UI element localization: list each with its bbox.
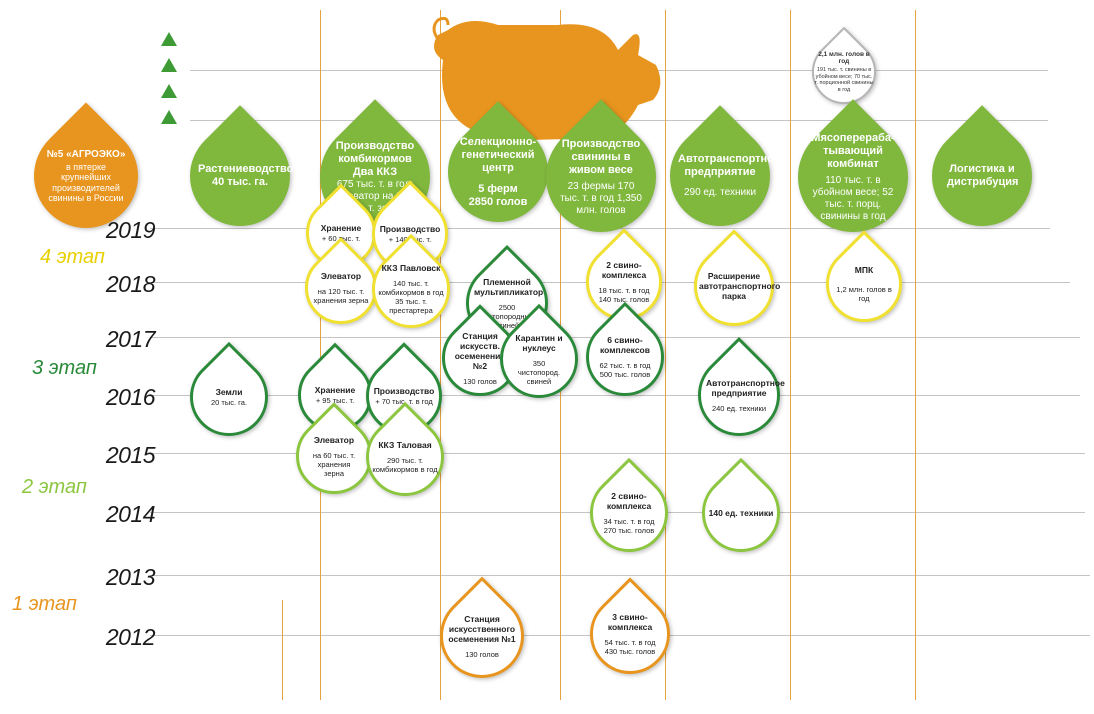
node-title: Элеватор (313, 434, 355, 445)
node-title: Племенной мультипликатор (474, 276, 544, 297)
column-divider (440, 10, 441, 700)
node-detail: на 60 тыс. т. хранения зерна (312, 450, 356, 478)
division-detail: 110 тыс. т. в убойном весе; 52 тыс. т. п… (812, 174, 894, 222)
node-detail: 1,2 млн. голов в год (836, 285, 892, 303)
node-title: 6 свино-комплексов (600, 335, 650, 355)
column-divider (282, 600, 283, 700)
division-title: Производство свинины в живом весе (561, 137, 641, 176)
node-title: Автотранспортное предприятие (706, 377, 785, 398)
node-detail: 130 голов (465, 649, 499, 659)
note-text: 191 тыс. т. свинины в убойном весе; 70 т… (814, 67, 874, 93)
node-title: Производство (379, 224, 441, 234)
column-divider (915, 10, 916, 700)
node-fleet-2014: 140 ед. техники (685, 457, 797, 569)
node-title: Карантин и нуклеус (515, 332, 563, 353)
year-label: 2015 (105, 442, 156, 468)
node-title: Земли (215, 387, 243, 397)
grid-line (150, 453, 1085, 454)
year-label: 2019 (105, 217, 156, 243)
division-crop-farming: Растениеводство 40 тыс. га. (169, 105, 311, 247)
division-title: Растениеводство (198, 163, 294, 175)
stage-label: 2 этап (22, 476, 87, 498)
node-transport-2016: Автотранспортное предприятие 240 ед. техн… (681, 337, 797, 453)
node-title: ККЗ Таловая (378, 440, 432, 450)
stage-label: 1 этап (12, 593, 77, 615)
column-divider (665, 10, 666, 700)
year-label: 2013 (105, 564, 156, 590)
division-detail: 5 ферм 2850 голов (468, 182, 528, 208)
grid-line (150, 395, 1080, 396)
node-title: Станция искусственного осеменения №1 (448, 613, 516, 644)
node-fleet-extension: Расширение автотранспортного парка (677, 229, 791, 343)
node-title: Элеватор (320, 271, 362, 281)
node-title: МПК (854, 265, 874, 275)
node-detail: 130 голов (463, 376, 497, 386)
year-label: 2014 (105, 501, 156, 527)
node-title: 3 свино-комплекса (607, 612, 653, 632)
node-detail: 240 ед. техники (711, 403, 767, 413)
node-detail: 62 тыс. т. в год 500 тыс. голов (599, 361, 651, 379)
division-title: Автотранспортное предприятие (678, 153, 781, 178)
node-mpk: МПК 1,2 млн. голов в год (810, 230, 918, 338)
capacity-note: 2,1 млн. голов в год 191 тыс. т. свинины… (798, 26, 890, 118)
column-divider (320, 10, 321, 700)
node-title: 140 ед. техники (708, 508, 774, 518)
node-detail: 34 тыс. т. в год 270 тыс. голов (603, 517, 655, 535)
node-title: Расширение автотранспортного парка (699, 271, 781, 301)
arrow-up-icon (161, 84, 177, 98)
column-divider (790, 10, 791, 700)
division-transport: Автотранспортное предприятие 290 ед. тех… (649, 105, 791, 247)
division-title: Селекционно-генетический центр (459, 135, 537, 174)
node-detail: 140 тыс. т. комбикормов в год 35 тыс. т.… (378, 279, 444, 315)
node-title: Хранение (314, 385, 356, 395)
note-title: 2,1 млн. голов в год (818, 51, 870, 65)
year-label: 2017 (105, 326, 156, 352)
node-detail: 54 тыс. т. в год 430 тыс. голов (604, 638, 656, 656)
node-pig-complex-2014: 2 свино-комплекса 34 тыс. т. в год 270 ты… (573, 457, 685, 569)
node-title: Производство (373, 386, 435, 396)
arrow-up-icon (161, 32, 177, 46)
year-label: 2018 (105, 271, 156, 297)
node-title: 2 свино-комплекса (601, 260, 647, 280)
division-live-pork: Производство свинины в живом весе 23 фер… (523, 99, 679, 255)
division-meat-plant: Мясоперераба-тывающий комбинат 110 тыс. … (775, 99, 931, 255)
arrow-up-icon (161, 110, 177, 124)
division-title: Производство комбикормов Два ККЗ (335, 139, 415, 178)
node-detail: 350 чистопород. свиней (517, 358, 561, 386)
division-logistics: Логистика и дистрибуция (911, 105, 1053, 247)
arrow-up-icon (161, 58, 177, 72)
node-detail: на 120 тыс. т. хранения зерна (313, 287, 369, 305)
grid-line (150, 575, 1090, 576)
division-detail: 290 ед. техники (683, 187, 757, 198)
agroeco-text: в пятерке крупнейших производителей свин… (48, 161, 124, 204)
agroeco-title: №5 «АГРОЭКО» (46, 148, 126, 160)
division-title: Логистика и дистрибуция (947, 163, 1019, 188)
stage-label: 3 этап (32, 357, 97, 379)
year-label: 2012 (105, 624, 156, 650)
division-detail: 40 тыс. га. (211, 176, 269, 188)
stage-label: 4 этап (40, 246, 105, 268)
node-detail: 20 тыс. га. (211, 398, 247, 407)
node-pig-complex-2012: 3 свино-комплекса 54 тыс. т. в год 430 ты… (573, 577, 687, 691)
division-detail: 23 фермы 170 тыс. т. в год 1,350 млн. го… (560, 180, 642, 216)
division-title: Мясоперераба-тывающий комбинат (811, 131, 895, 170)
node-title: 2 свино-комплекса (606, 491, 652, 511)
year-label: 2016 (105, 384, 156, 410)
node-detail: 290 тыс. т. комбикормов в год (372, 456, 438, 474)
node-title: Хранение (320, 223, 362, 233)
node-title: ККЗ Павловск (381, 263, 441, 273)
